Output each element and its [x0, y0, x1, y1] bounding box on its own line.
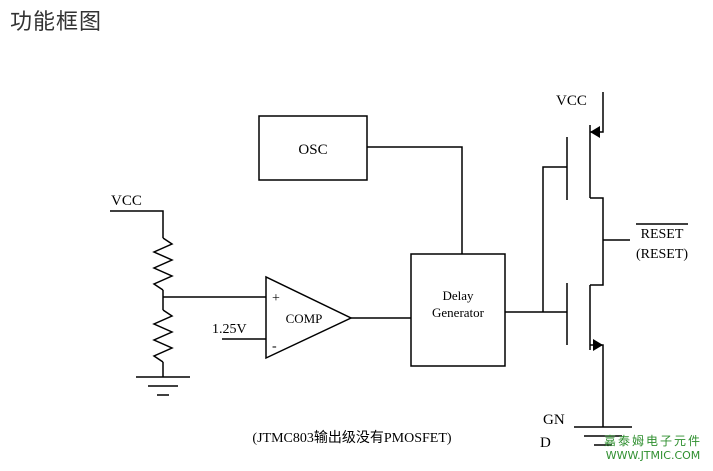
ref-voltage-label: 1.25V	[212, 322, 247, 337]
gnd-left-symbol	[136, 376, 190, 396]
watermark-line2: WWW.JTMIC.COM	[605, 449, 701, 462]
mosfet-lower-drain	[590, 240, 604, 286]
gate-bus-wire	[542, 166, 567, 312]
reset-label: RESET	[641, 227, 684, 242]
resistor-lower	[152, 309, 174, 363]
resistor-upper	[152, 237, 174, 291]
osc-block	[258, 115, 368, 181]
gnd-label-line2: D	[540, 435, 551, 451]
delay-label-line1: Delay	[442, 288, 474, 303]
watermark-line1: 嘉泰姆电子元件	[603, 434, 702, 448]
comp-minus-label: -	[272, 339, 277, 354]
mosfet-upper-arrow	[590, 126, 600, 138]
vcc-left-wire	[110, 210, 164, 238]
mosfet-upper-drain	[590, 92, 604, 133]
comp-plus-label: +	[272, 291, 280, 306]
comp-label: COMP	[286, 311, 323, 326]
reset-alt-label: (RESET)	[636, 247, 688, 262]
comparator	[265, 275, 353, 360]
delay-label-line2: Generator	[432, 305, 485, 320]
watermark: 嘉泰姆电子元件 WWW.JTMIC.COM	[598, 432, 708, 462]
delay-generator-block	[410, 253, 506, 367]
mosfet-upper-source	[590, 197, 604, 240]
gnd-label-line1: GN	[543, 412, 565, 428]
vcc-left-label: VCC	[111, 193, 142, 209]
osc-wire	[367, 146, 463, 254]
osc-label: OSC	[298, 142, 327, 158]
page-title: 功能框图	[10, 10, 103, 35]
gnd-right-symbol	[574, 426, 632, 446]
vcc-right-label: VCC	[556, 93, 587, 109]
caption: (JTMC803输出级没有PMOSFET)	[252, 430, 451, 446]
mosfet-lower-arrow	[593, 339, 603, 351]
mosfet-lower-source	[590, 344, 604, 427]
